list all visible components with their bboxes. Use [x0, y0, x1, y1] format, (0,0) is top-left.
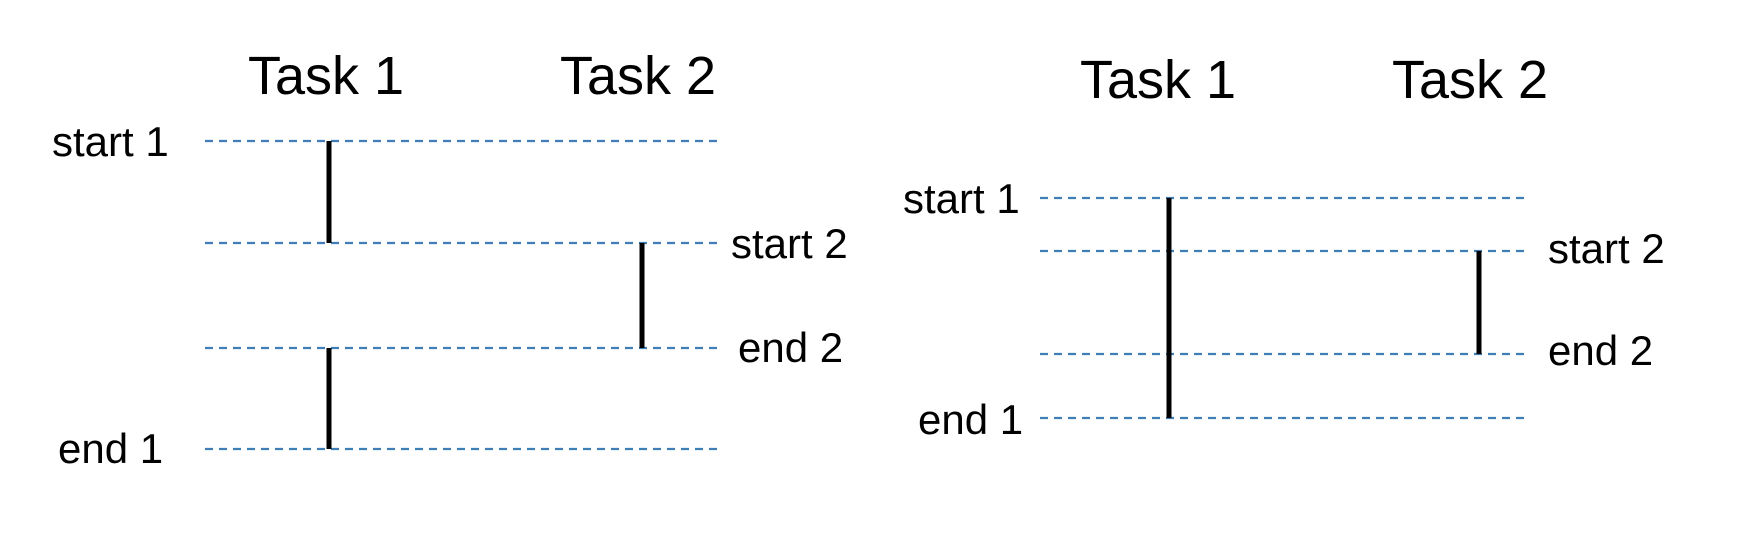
left-panel: Task 1 Task 2 start 1 start 2 end 2 end …: [52, 46, 848, 472]
right-start-2-label: start 2: [1548, 225, 1665, 272]
right-task-1-header: Task 1: [1080, 50, 1236, 110]
right-end-1-label: end 1: [918, 396, 1023, 443]
right-end-2-label: end 2: [1548, 327, 1653, 374]
right-panel: Task 1 Task 2 start 1 start 2 end 2 end …: [903, 50, 1665, 443]
left-task-1-header: Task 1: [248, 46, 404, 106]
right-start-1-label: start 1: [903, 175, 1020, 222]
left-start-1-label: start 1: [52, 118, 169, 165]
left-end-1-label: end 1: [58, 425, 163, 472]
left-start-2-label: start 2: [731, 220, 848, 267]
right-task-2-header: Task 2: [1392, 50, 1548, 110]
left-end-2-label: end 2: [738, 324, 843, 371]
left-task-2-header: Task 2: [560, 46, 716, 106]
